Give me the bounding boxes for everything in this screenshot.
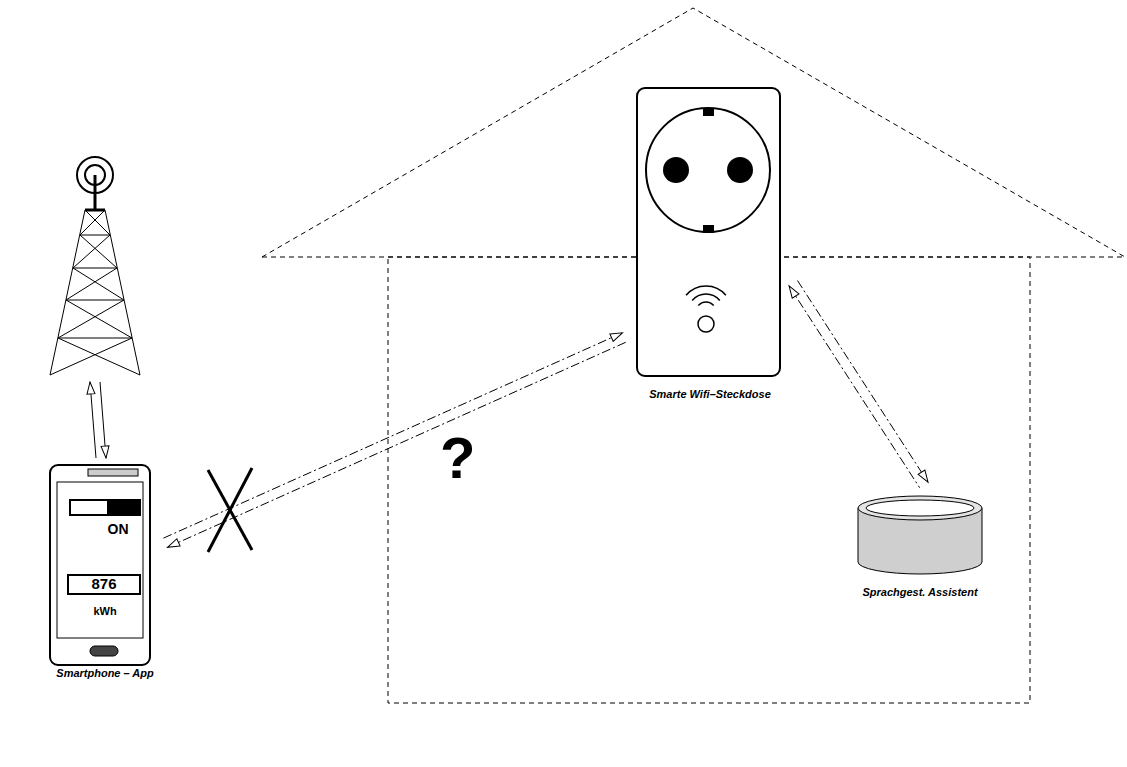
smartphone: ON 876 kWhSmartphone – App <box>45 462 160 682</box>
voice-assistant: Sprachgest. Assistent <box>840 490 1000 600</box>
signal-line <box>797 281 928 483</box>
edge-label: ? <box>438 429 477 487</box>
signal-line <box>168 342 627 547</box>
signal-line <box>789 286 920 488</box>
toggle-state: ON <box>108 522 129 537</box>
wireless-link <box>789 281 928 488</box>
device-label: Sprachgest. Assistent <box>862 586 977 598</box>
smart-plug-outline <box>630 85 790 405</box>
energy-unit: kWh <box>93 605 116 617</box>
cell-tower <box>50 157 140 375</box>
energy-value: 876 <box>91 576 116 593</box>
house-roof <box>262 8 1125 257</box>
smart-plug: Smarte Wifi–Steckdose <box>630 85 790 405</box>
device-label: Smartphone – App <box>56 667 153 679</box>
tower-link <box>90 382 106 458</box>
voice-assistant-outline <box>840 490 1000 600</box>
device-label: Smarte Wifi–Steckdose <box>649 388 771 400</box>
smartphone-outline <box>45 462 160 682</box>
